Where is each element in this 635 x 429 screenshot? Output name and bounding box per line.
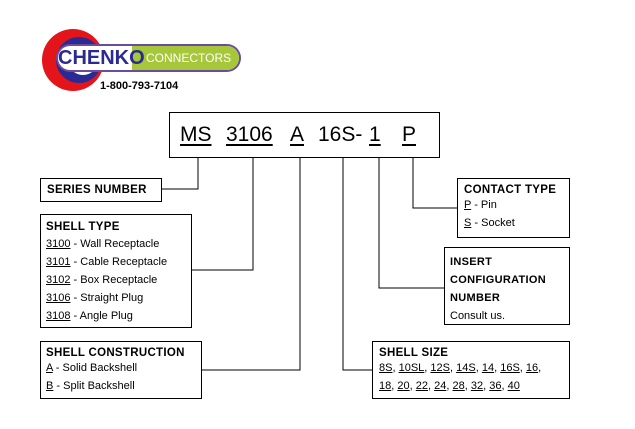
shell-size-row: 18, 20, 22, 24, 28, 32, 36, 40 (379, 380, 520, 392)
part-segment-shell-type: 3106 (226, 123, 273, 146)
line-construction (202, 158, 301, 371)
shell-type-desc: - Angle Plug (70, 310, 133, 322)
size-value: 22 (415, 380, 428, 392)
shell-size-row: 8S, 10SL, 12S, 14S, 14, 16S, 16, (379, 362, 542, 374)
shell-size-box: SHELL SIZE 8S, 10SL, 12S, 14S, 14, 16S, … (372, 341, 570, 399)
shell-type-item: 3108 - Angle Plug (46, 307, 186, 325)
size-value: 24 (434, 380, 447, 392)
shell-type-code: 3108 (46, 310, 71, 322)
construction-code: A (46, 362, 53, 374)
size-value: 16S (500, 362, 520, 374)
size-value: 10SL (398, 362, 425, 374)
shell-type-code: 3100 (46, 238, 71, 250)
size-value: 18 (379, 380, 392, 392)
contact-code: P (464, 199, 472, 211)
shell-type-desc: - Straight Plug (70, 292, 144, 304)
size-value: 12S (430, 362, 450, 374)
shell-type-code: 3101 (46, 256, 71, 268)
size-value: 14 (481, 362, 495, 374)
shell-construction-box: SHELL CONSTRUCTION A - Solid Backshell B… (40, 341, 202, 399)
shell-type-item: 3101 - Cable Receptacle (46, 253, 186, 271)
contact-code: S (464, 217, 472, 229)
shell-type-item: 3102 - Box Receptacle (46, 271, 186, 289)
shell-type-code: 3102 (46, 274, 71, 286)
construction-desc: - Solid Backshell (52, 362, 138, 374)
size-value: 14S (456, 362, 476, 374)
contact-type-box: CONTACT TYPE P - Pin S - Socket (457, 178, 570, 238)
line-shell-type (192, 158, 254, 271)
insert-title-line: NUMBER (450, 292, 501, 304)
shell-type-desc: - Box Receptacle (70, 274, 158, 286)
shell-type-desc: - Cable Receptacle (70, 256, 168, 268)
logo-mark (42, 29, 241, 91)
part-segment-series: MS (180, 123, 212, 146)
size-value: 20 (397, 380, 410, 392)
shell-construction-title: SHELL CONSTRUCTION (46, 347, 185, 359)
construction-desc: - Split Backshell (53, 380, 135, 392)
size-value: 36 (489, 380, 502, 392)
insert-note: Consult us. (450, 310, 506, 322)
construction-item: B - Split Backshell (46, 377, 196, 395)
shell-size-title: SHELL SIZE (379, 347, 449, 359)
contact-desc: - Pin (471, 199, 497, 211)
size-value: 28 (452, 380, 465, 392)
part-number-box: MS 3106 A 16S- 1 P (169, 112, 440, 158)
logo-word: CONNECTORS (146, 51, 232, 65)
series-number-box: SERIES NUMBER (40, 178, 162, 202)
contact-type-title: CONTACT TYPE (464, 184, 557, 196)
line-series (162, 158, 199, 190)
part-segment-insert: 1 (369, 123, 381, 146)
series-number-title: SERIES NUMBER (47, 184, 147, 196)
size-value: 32 (470, 380, 484, 392)
shell-type-desc: - Wall Receptacle (70, 238, 160, 250)
logo-brand: CHENKO (58, 47, 145, 69)
line-shell-size (342, 158, 372, 371)
construction-code: B (46, 380, 54, 392)
part-segment-shell-size: 16S- (318, 123, 363, 146)
size-value: 40 (507, 380, 520, 392)
insert-title-line: CONFIGURATION (450, 274, 546, 286)
construction-item: A - Solid Backshell (46, 359, 196, 377)
shell-type-item: 3100 - Wall Receptacle (46, 235, 186, 253)
shell-type-code: 3106 (46, 292, 71, 304)
size-value: 16 (525, 362, 539, 374)
contact-item: P - Pin (464, 196, 563, 214)
insert-title-line: INSERT (450, 256, 493, 268)
company-logo: CHENKO CONNECTORS 1-800-793-7104 (28, 26, 248, 101)
contact-desc: - Socket (471, 217, 515, 229)
contact-item: S - Socket (464, 214, 563, 232)
insert-configuration-box: INSERT CONFIGURATION NUMBER Consult us. (444, 247, 570, 325)
part-segment-construction: A (290, 123, 305, 146)
size-value: 8S (379, 362, 393, 374)
shell-type-item: 3106 - Straight Plug (46, 289, 186, 307)
shell-type-title: SHELL TYPE (46, 221, 120, 233)
shell-type-box: SHELL TYPE 3100 - Wall Receptacle 3101 -… (40, 214, 192, 328)
phone-number: 1-800-793-7104 (100, 80, 179, 92)
line-insert (378, 158, 444, 289)
line-contact (412, 158, 457, 209)
part-segment-contact: P (402, 123, 417, 146)
